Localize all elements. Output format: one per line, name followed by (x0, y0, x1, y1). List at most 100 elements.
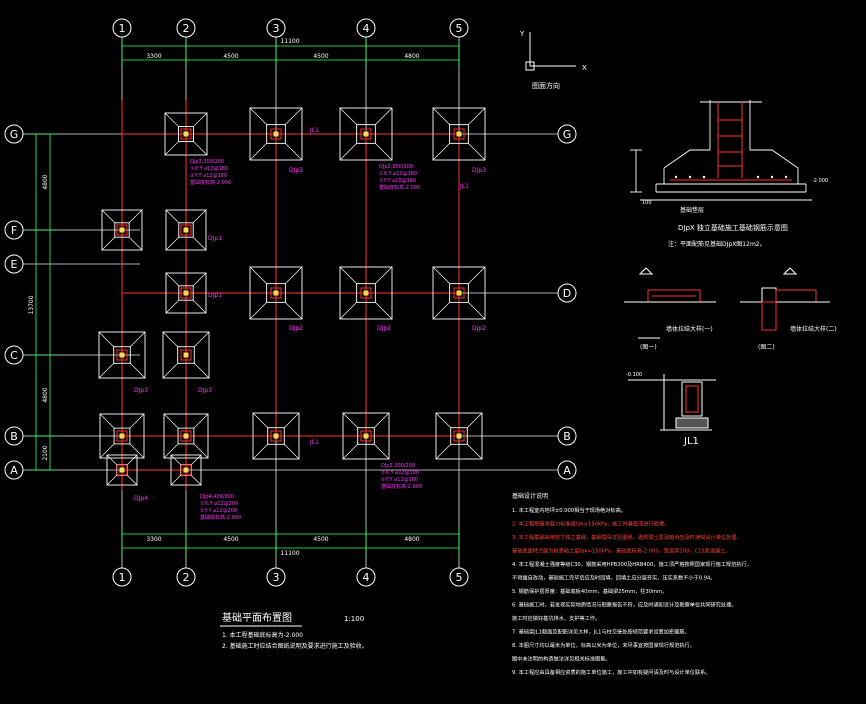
label-djp1-a: DJp1 (208, 235, 222, 242)
footing (432, 107, 486, 161)
footing (432, 266, 486, 320)
note-item: 不得擅自改动，基础施工完毕后应及时回填，回填土应分层夯实，压实系数不小于0.94… (512, 574, 716, 582)
notes-list: 1. 本工程室内地坪±0.000相当于现场绝对标高。 2. 本工程地基承载力标准值… (512, 506, 752, 676)
col-label-1-bottom: 1 (119, 571, 126, 584)
detail3-elev: -0.100 (626, 372, 642, 378)
notes-title: 基础设计说明 (512, 492, 548, 500)
row-label-G-left: G (10, 128, 19, 141)
detail-wall-tie-1 (624, 267, 716, 339)
note-item: 5. 钢筋保护层厚度：基础底板40mm，基础梁25mm，柱30mm。 (512, 587, 667, 595)
row-label-G-right: G (563, 128, 572, 141)
note-item: 4. 本工程混凝土强度等级C30，钢筋采用HPB300及HRB400，施工须严格… (512, 560, 752, 568)
footing (162, 331, 210, 379)
footing (99, 413, 145, 459)
label-jl1-c: JL1 (459, 183, 469, 190)
plan-note-1: 1. 本工程基础底标高为-2.000 (222, 631, 303, 639)
note-item: 施工时应做好基坑排水、支护等工作。 (512, 614, 600, 622)
footing (339, 266, 393, 320)
column-bubbles-bottom (112, 567, 469, 587)
dim-bottom-seg-1: 3300 (146, 536, 161, 543)
label-djp2-b: DJp2 (377, 325, 391, 332)
row-label-B-right: B (563, 430, 571, 443)
footing (163, 413, 209, 459)
col-label-5-bottom: 5 (456, 571, 463, 584)
svg-text:②Y:Y ⌀12@180: ②Y:Y ⌀12@180 (190, 173, 227, 179)
col-label-1-top: 1 (119, 22, 126, 35)
col-label-2-top: 2 (183, 22, 190, 35)
dim-top-seg-2: 4500 (223, 53, 238, 60)
note-item: 图中未注明的构造做法详见相关标准图集。 (512, 655, 611, 663)
footing (249, 107, 303, 161)
note-item: 基础底面持力层为粉质粘土层fak=150kPa，基础底标高-2.000，垫层厚1… (512, 547, 731, 555)
row-label-B-left: B (10, 430, 18, 443)
row-bubbles-right (557, 124, 577, 480)
svg-text:DJp3,300/200: DJp3,300/200 (190, 159, 224, 165)
dim-top-seg-3: 4500 (313, 53, 328, 60)
label-djp3-c: DJp3 (198, 387, 212, 394)
detail1-subtitle: 注：平面配筋见基础DJpX图12m2。 (668, 240, 766, 248)
detail2-mark-b: (图二) (758, 344, 775, 351)
row-label-E-left: E (11, 258, 18, 271)
footing (165, 209, 207, 251)
note-item: 3. 本工程基础采用柱下独立基础，基础埋深详见图纸，遇软弱土层及暗浜应及时通知设… (512, 533, 742, 541)
svg-text:②Y:Y ⌀10@180: ②Y:Y ⌀10@180 (379, 178, 416, 184)
plan-title: 基础平面布置图 (222, 611, 292, 624)
col-label-5-top: 5 (456, 22, 463, 35)
svg-text:DJp4,400/300: DJp4,400/300 (200, 494, 234, 500)
svg-text:①X:Y ⌀10@180: ①X:Y ⌀10@180 (379, 171, 417, 177)
dim-bottom-seg-3: 4500 (313, 536, 328, 543)
dim-bottom-total: 11100 (280, 550, 299, 557)
footing (101, 209, 143, 251)
footings (98, 107, 486, 486)
dim-left-lower: 4800 (42, 387, 49, 402)
label-jl1-a: JL1 (309, 127, 319, 134)
note-block-d: DJp2,300/300 ①X:Y ⌀10@180 ②Y:Y ⌀10@180 基… (379, 164, 420, 191)
row-label-D-right: D (563, 287, 571, 300)
label-jl1-b: JL1 (309, 439, 319, 446)
label-djp3-b: DJp3 (134, 387, 148, 394)
axis-direction-icon (525, 32, 576, 71)
row-bubbles-left (4, 124, 24, 480)
detail-footing-rebar (670, 102, 792, 181)
footing (252, 412, 300, 460)
svg-text:DJp3,300/200: DJp3,300/200 (381, 463, 415, 469)
col-label-3-top: 3 (273, 22, 280, 35)
row-label-C-left: C (10, 349, 18, 362)
plan-scale: 1:100 (344, 615, 364, 623)
dimension-lines (28, 38, 460, 556)
footing (342, 412, 390, 460)
note-item: 1. 本工程室内地坪±0.000相当于现场绝对标高。 (512, 506, 626, 514)
svg-text:DJp2,300/300: DJp2,300/300 (379, 164, 413, 170)
dim-left-small: 2100 (42, 445, 49, 460)
note-item: 6. 基础施工时，若发现实际地质情况与勘察报告不符，应及时通知设计及勘察单位共同… (512, 601, 736, 609)
svg-text:基础底标高-2.000: 基础底标高-2.000 (379, 184, 420, 191)
column-bubbles-top (112, 18, 469, 38)
dim-left-total: 13700 (28, 295, 35, 314)
svg-text:①X:Y ⌀12@200: ①X:Y ⌀12@200 (200, 501, 238, 507)
label-djp3-a: DJp3 (289, 167, 303, 174)
svg-text:基础底标高-2.000: 基础底标高-2.000 (200, 514, 241, 521)
label-djp2-a: DJp2 (289, 325, 303, 332)
row-label-F-left: F (11, 224, 17, 237)
dim-bottom-seg-4: 4800 (404, 536, 419, 543)
svg-text:基础底标高-2.000: 基础底标高-2.000 (381, 483, 422, 490)
detail-jl1-section (628, 374, 716, 431)
detail1-title: DJpX 独立基础施工基础钢筋示意图 (678, 223, 788, 232)
svg-text:①X:Y ⌀12@180: ①X:Y ⌀12@180 (190, 166, 228, 172)
dim-left-upper: 4800 (42, 174, 49, 189)
detail2-label-b: 墙体拉结大样(二) (790, 325, 837, 333)
detail1-layer: 基础垫层 (680, 206, 704, 214)
label-djp1-b: DJp1 (208, 292, 222, 299)
note-item: 2. 本工程地基承载力标准值fak≥150kPa，施工时基底须进行验槽。 (512, 520, 669, 528)
dim-bottom-seg-2: 4500 (223, 536, 238, 543)
detail2-label-a: 墙体拉结大样(一) (666, 325, 713, 333)
col-label-2-bottom: 2 (183, 571, 190, 584)
col-label-4-top: 4 (363, 22, 370, 35)
plan-note-2: 2. 基础施工时应结合图纸说明及要求进行施工及验收。 (222, 642, 368, 650)
footing (106, 454, 138, 486)
note-block-a: DJp4,400/300 ①X:Y ⌀12@200 ②Y:Y ⌀12@200 基… (200, 494, 241, 521)
dim-top-seg-1: 3300 (146, 53, 161, 60)
note-block-g: DJp3,300/200 ①X:Y ⌀12@180 ②Y:Y ⌀12@180 基… (190, 159, 231, 186)
detail2-mark-a: (图一) (640, 344, 657, 351)
